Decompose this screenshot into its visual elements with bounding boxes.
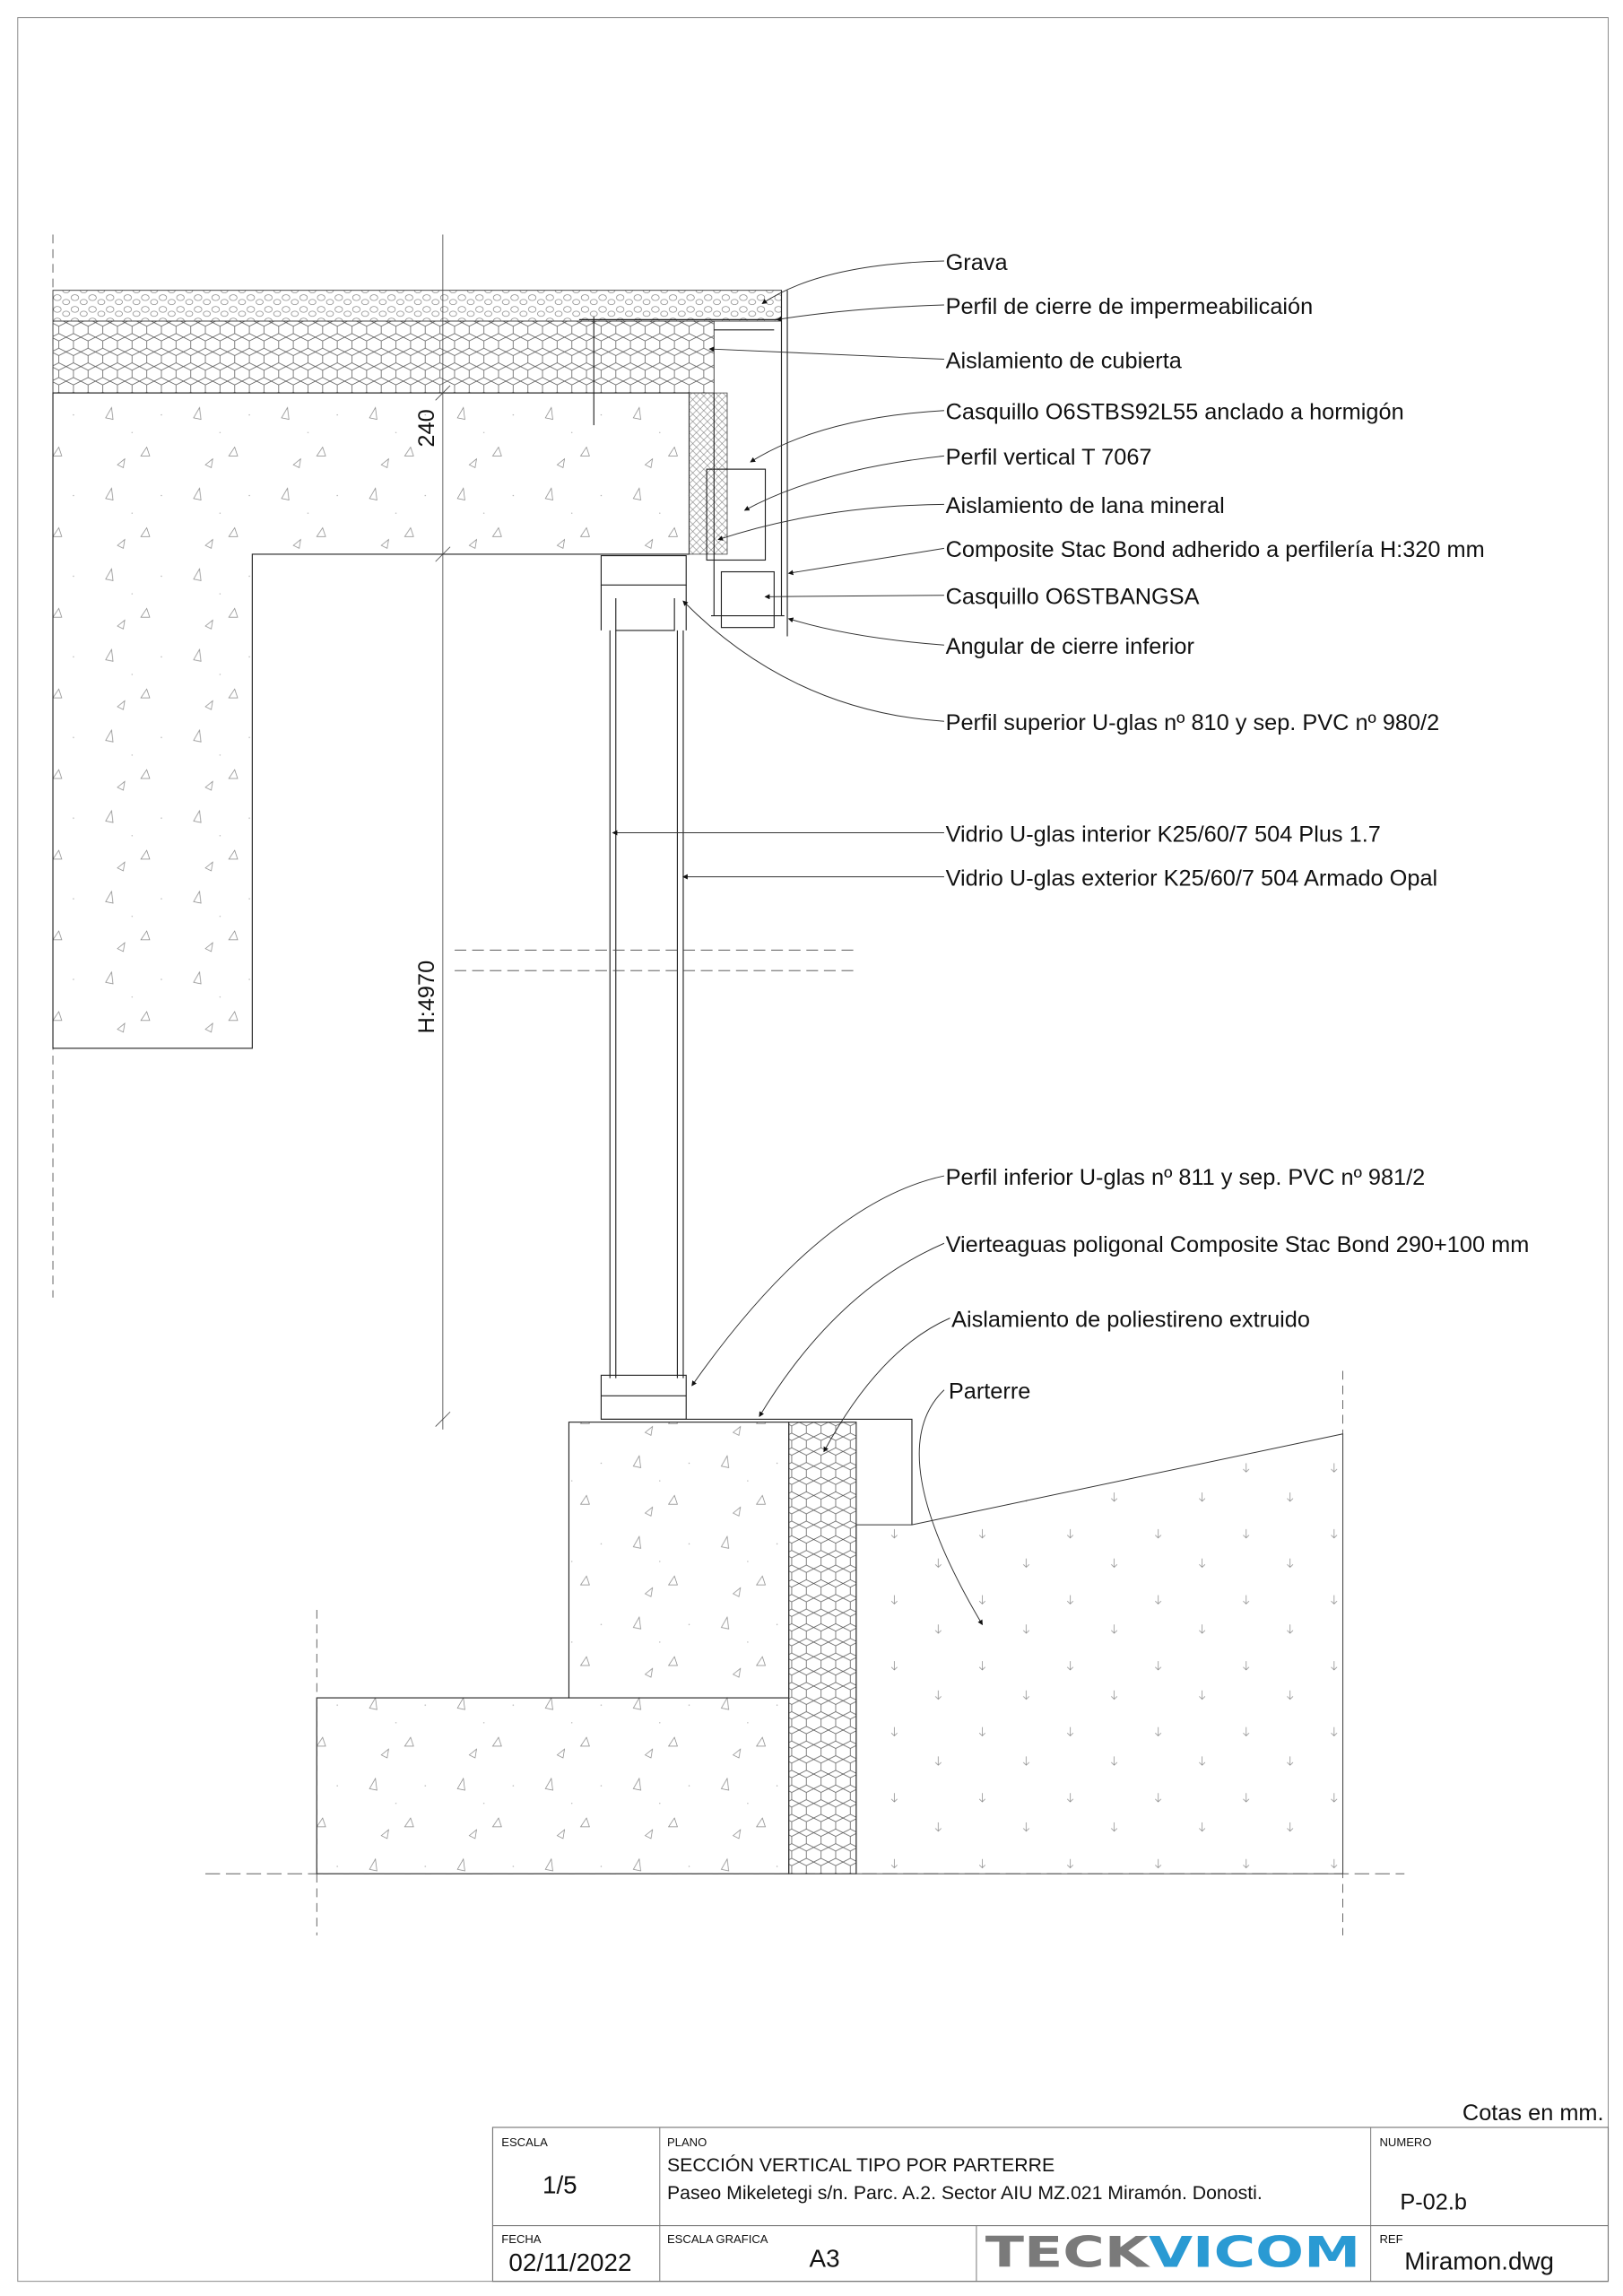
fecha-label: FECHA (501, 2232, 542, 2246)
logo-part-vicom: VICOM (1149, 2228, 1360, 2277)
label-casquillo-bangsa: Casquillo O6STBANGSA (946, 585, 1200, 610)
label-perfil-cierre: Perfil de cierre de impermeabilicaión (946, 294, 1314, 319)
label-composite: Composite Stac Bond adherido a perfilerí… (946, 537, 1485, 562)
escala-grafica-label: ESCALA GRAFICA (667, 2232, 768, 2246)
label-perfil-vertical: Perfil vertical T 7067 (946, 445, 1152, 470)
label-perfil-inferior: Perfil inferior U-glas nº 811 y sep. PVC… (946, 1165, 1426, 1190)
roof-slab-section (52, 234, 788, 1298)
gravel-layer (52, 290, 782, 322)
escala-value: 1/5 (542, 2171, 577, 2199)
fecha-value: 02/11/2022 (508, 2248, 631, 2276)
label-angular: Angular de cierre inferior (946, 634, 1195, 659)
plano-label: PLANO (667, 2135, 707, 2149)
numero-label: NUMERO (1379, 2135, 1431, 2149)
label-parterre: Parterre (949, 1379, 1031, 1405)
soil (855, 1433, 1344, 1874)
units-note: Cotas en mm. (1462, 2100, 1604, 2126)
u-glass-assembly (454, 554, 858, 1420)
ref-label: REF (1379, 2232, 1402, 2246)
title-block: Cotas en mm. ESCALA 1/5 PLANO SECCIÓN VE… (491, 2100, 1610, 2283)
ref-value: Miramon.dwg (1404, 2248, 1554, 2275)
label-vidrio-exterior: Vidrio U-glas exterior K25/60/7 504 Arma… (946, 865, 1438, 891)
roof-insulation (52, 320, 715, 394)
xps-insulation (788, 1422, 857, 1874)
concrete-slab (52, 392, 690, 1049)
label-vidrio-interior: Vidrio U-glas interior K25/60/7 504 Plus… (946, 822, 1381, 847)
base-section (205, 1370, 1405, 1935)
escala-grafica-value: A3 (810, 2244, 840, 2272)
plano-address: Paseo Mikeletegi s/n. Parc. A.2. Sector … (667, 2182, 1263, 2204)
leader-lines (612, 260, 983, 1626)
label-lana-mineral: Aislamiento de lana mineral (946, 493, 1225, 518)
concrete-base (316, 1422, 790, 1874)
label-casquillo-anclado: Casquillo O6STBS92L55 anclado a hormigón (946, 400, 1404, 425)
logo-part-teck: TECK (985, 2228, 1151, 2277)
label-poliestireno: Aislamiento de poliestireno extruido (951, 1307, 1310, 1332)
label-vierteaguas: Vierteaguas poligonal Composite Stac Bon… (946, 1232, 1530, 1257)
label-aislamiento-cubierta: Aislamiento de cubierta (946, 348, 1183, 373)
escala-label: ESCALA (501, 2135, 548, 2149)
label-perfil-superior: Perfil superior U-glas nº 810 y sep. PVC… (946, 710, 1440, 735)
plano-title: SECCIÓN VERTICAL TIPO POR PARTERRE (667, 2153, 1055, 2176)
numero-value: P-02.b (1400, 2190, 1467, 2215)
dimension-240: 240 (414, 409, 439, 447)
dimension-height: H:4970 (414, 961, 439, 1034)
annotation-labels: Grava Perfil de cierre de impermeabilica… (946, 250, 1530, 1405)
windowsill (601, 1418, 913, 1526)
dimension-line: 240 H:4970 (414, 234, 451, 1430)
label-grava: Grava (946, 250, 1009, 275)
mineral-wool (689, 392, 728, 555)
